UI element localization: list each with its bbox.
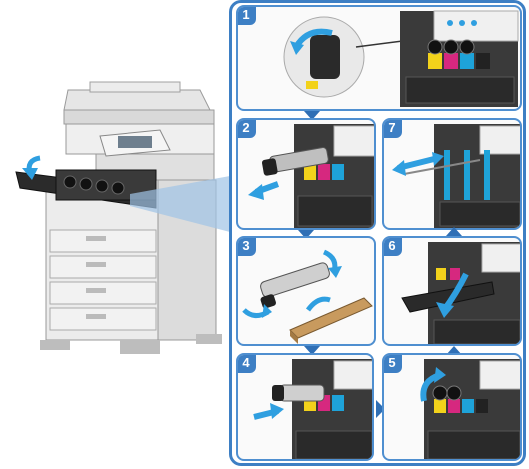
step-4-panel: 4 (236, 353, 374, 461)
step-6-panel: 6 (382, 236, 522, 346)
step-3-illustration (242, 249, 373, 344)
step-7-illustration (392, 124, 520, 228)
callout-connector (130, 176, 230, 232)
printer-illustration (15, 81, 222, 354)
arrow-step3-to-step4 (304, 346, 320, 355)
step-6-badge: 6 (384, 238, 402, 256)
arrow-step6-to-step7 (446, 227, 462, 236)
step-1-badge: 1 (238, 7, 256, 25)
arrow-step4-to-step5 (376, 400, 385, 418)
step-1-illustration (283, 10, 519, 107)
arrow-step5-to-step6 (446, 346, 462, 355)
arrow-step1-to-step2 (304, 111, 320, 120)
step-4-illustration (253, 359, 372, 459)
step-2-badge: 2 (238, 120, 256, 138)
step-5-illustration (420, 359, 520, 459)
step-6-illustration (401, 242, 520, 344)
step-5-panel: 5 (382, 353, 522, 461)
step-2-panel: 2 (236, 118, 376, 230)
step-3-badge: 3 (238, 238, 256, 256)
step-4-badge: 4 (238, 355, 256, 373)
step-7-badge: 7 (384, 120, 402, 138)
step-1-panel: 1 (236, 5, 522, 111)
step-7-panel: 7 (382, 118, 522, 230)
step-3-panel: 3 (236, 236, 376, 346)
step-2-illustration (248, 124, 374, 228)
arrow-step2-to-step3 (298, 230, 314, 239)
step-5-badge: 5 (384, 355, 402, 373)
